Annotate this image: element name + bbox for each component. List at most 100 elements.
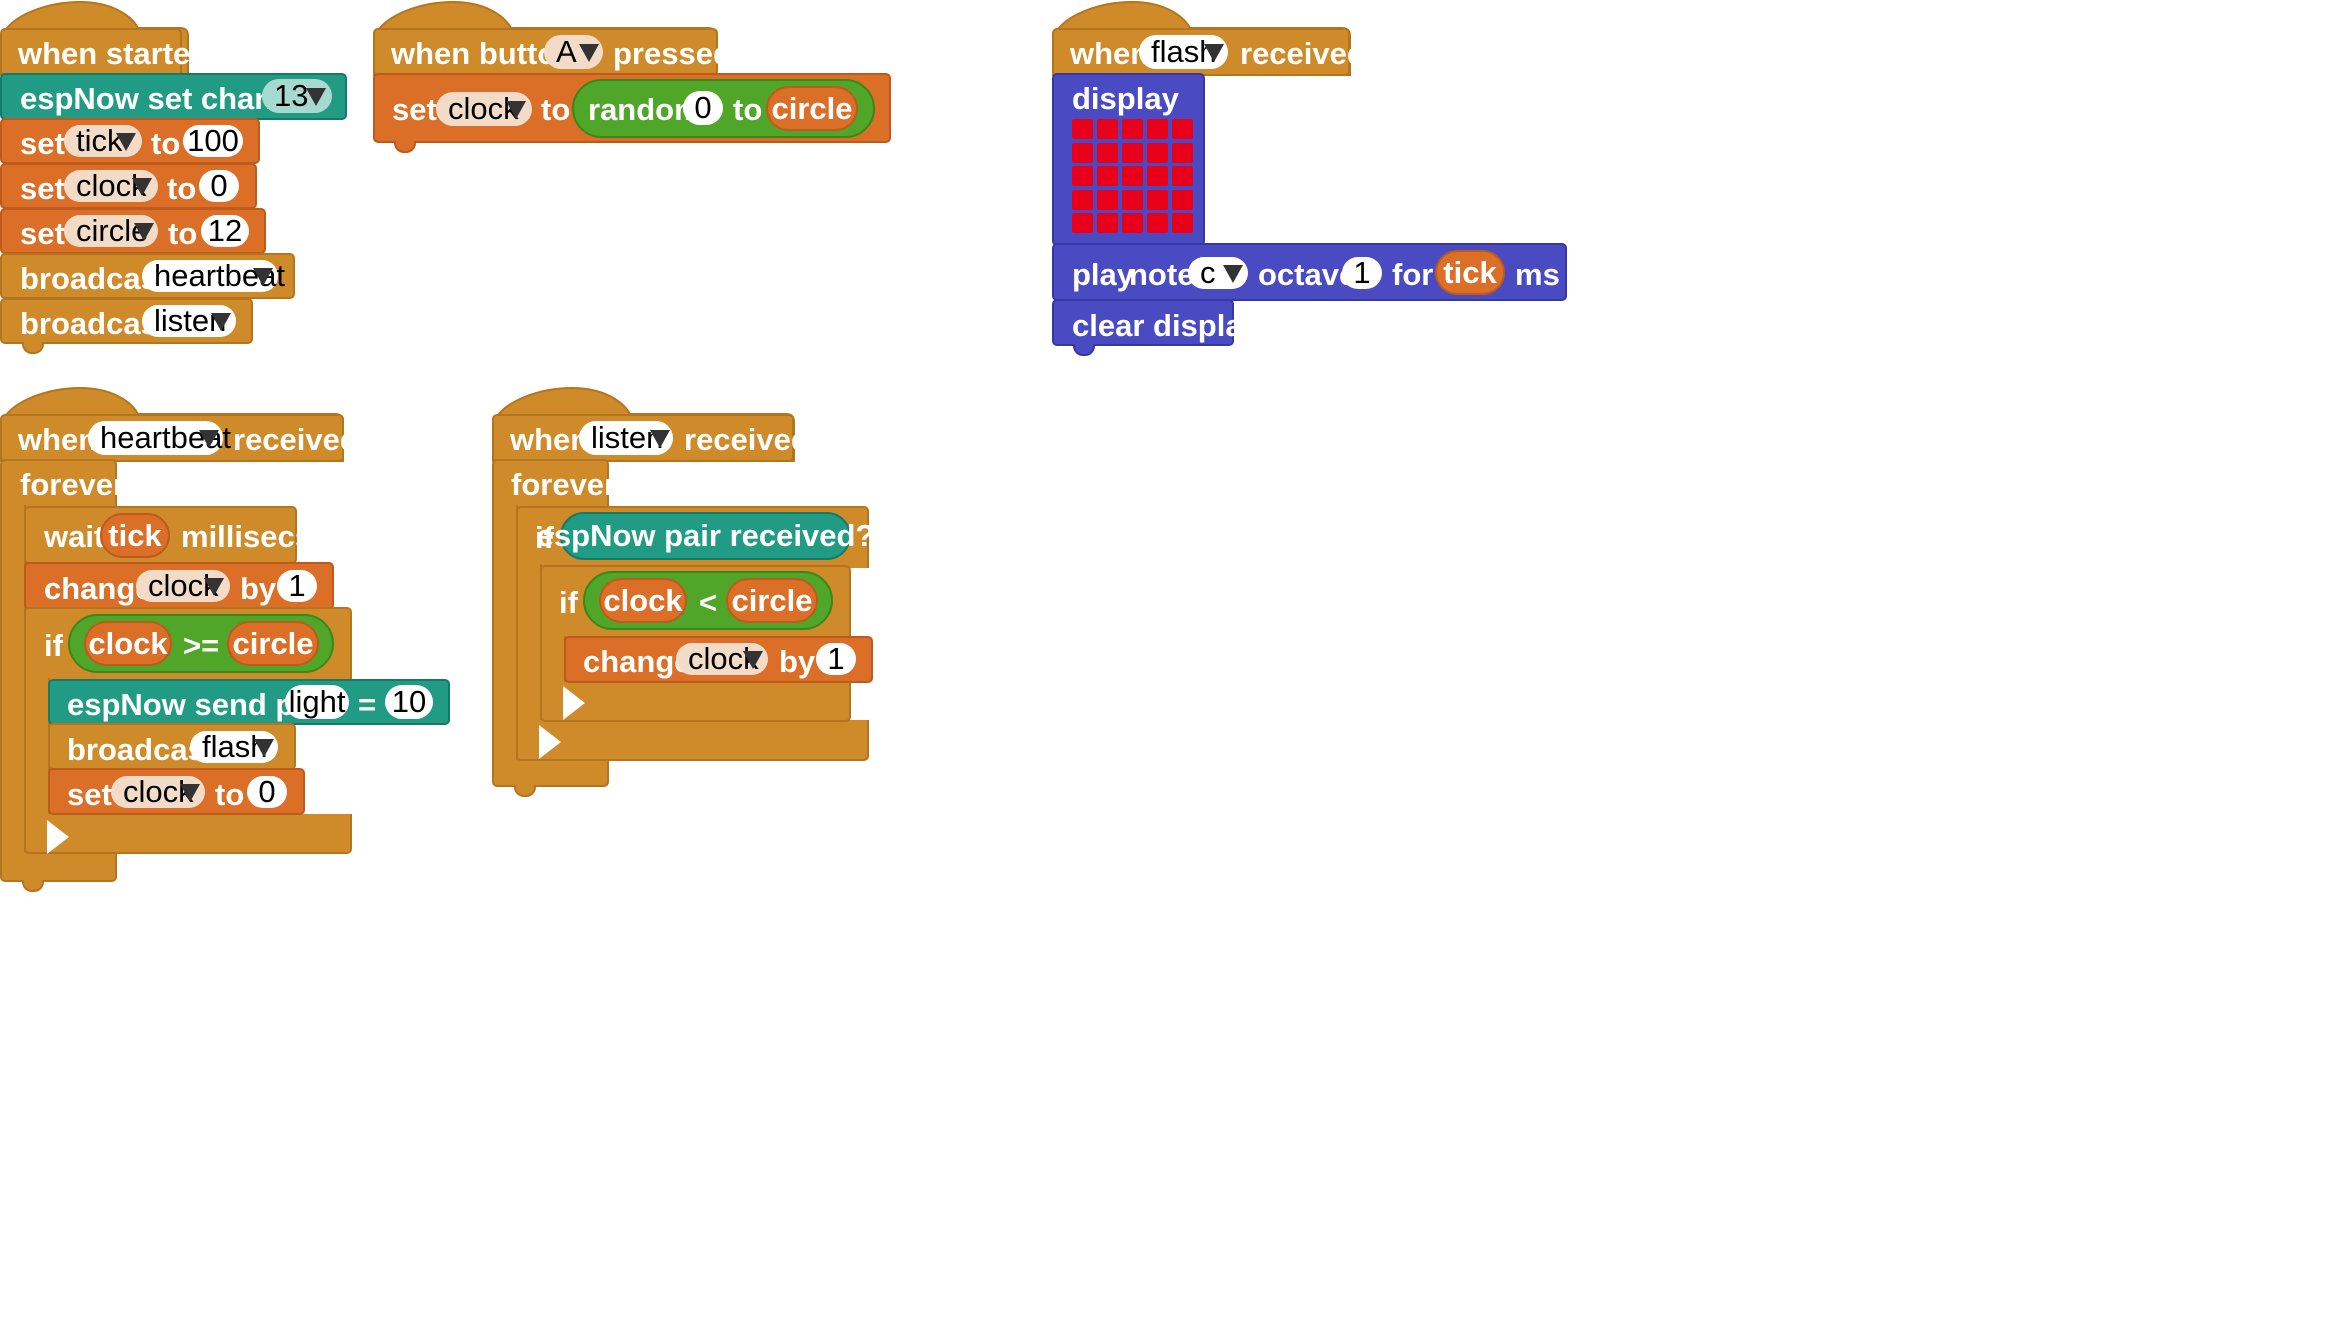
forever-block[interactable] — [492, 459, 609, 509]
led-1-4[interactable] — [1172, 142, 1193, 163]
equals-label: = — [358, 687, 377, 722]
if-arm — [24, 678, 50, 818]
if-label: if — [535, 520, 554, 555]
led-0-1[interactable] — [1097, 119, 1118, 139]
pressed-label: pressed — [613, 36, 732, 71]
circle-variable-reporter[interactable]: circle — [227, 621, 319, 666]
if-footer — [540, 682, 851, 722]
slot-value: 1 — [1353, 255, 1371, 290]
forever-label: forever — [20, 467, 126, 502]
led-2-1[interactable] — [1097, 166, 1118, 186]
var-name: circle — [771, 90, 853, 126]
tick-variable-reporter[interactable]: tick — [1435, 250, 1505, 295]
pair-value-slot[interactable]: 10 — [385, 684, 433, 719]
dropdown-arrow-icon — [506, 101, 526, 119]
led-1-1[interactable] — [1097, 142, 1118, 163]
display-label: display — [1072, 81, 1179, 116]
dropdown-arrow-icon — [743, 651, 763, 669]
circle-variable-reporter[interactable]: circle — [766, 86, 858, 131]
change-value-slot[interactable]: 1 — [816, 641, 856, 676]
for-label: for — [1392, 257, 1434, 292]
octave-slot[interactable]: 1 — [1342, 255, 1382, 290]
led-0-0[interactable] — [1072, 119, 1093, 139]
forever-arm — [492, 505, 518, 765]
operator-label: >= — [183, 628, 220, 663]
change-label: change — [583, 644, 692, 679]
forever-block[interactable] — [0, 459, 117, 509]
set-value-slot[interactable]: 0 — [247, 774, 287, 809]
channel-value: 13 — [274, 78, 309, 113]
circle-variable-reporter[interactable]: circle — [726, 578, 818, 623]
set-label: set — [392, 92, 437, 127]
when-label: when — [1070, 36, 1150, 71]
block-notch — [22, 342, 44, 354]
block-notch — [22, 880, 44, 892]
led-3-4[interactable] — [1172, 189, 1193, 210]
loop-arrow-icon — [539, 725, 561, 759]
clock-variable-reporter[interactable]: clock — [599, 578, 687, 623]
when-started-label: when started — [18, 36, 210, 71]
led-4-4[interactable] — [1172, 213, 1193, 233]
forever-footer — [0, 852, 117, 882]
led-0-2[interactable] — [1122, 119, 1143, 139]
to-label: to — [151, 126, 181, 161]
if-arm — [516, 564, 542, 724]
dropdown-arrow-icon — [1223, 265, 1243, 283]
var-name: tick — [76, 123, 123, 158]
led-4-0[interactable] — [1072, 213, 1093, 233]
block-notch — [514, 785, 536, 797]
if-label: if — [559, 585, 578, 620]
tick-variable-reporter[interactable]: tick — [100, 513, 170, 558]
dropdown-arrow-icon — [116, 133, 136, 151]
led-3-3[interactable] — [1147, 189, 1168, 210]
loop-arrow-icon — [563, 686, 585, 720]
led-1-2[interactable] — [1122, 142, 1143, 163]
pair-key-slot[interactable]: light — [285, 684, 349, 719]
slot-value: 1 — [288, 568, 306, 603]
ms-label: ms — [1515, 257, 1560, 292]
random-min-slot[interactable]: 0 — [683, 90, 723, 125]
clear-display-block[interactable] — [1052, 299, 1234, 346]
circle-value-slot[interactable]: 12 — [201, 213, 249, 248]
dropdown-arrow-icon — [650, 430, 670, 448]
change-value-slot[interactable]: 1 — [277, 568, 317, 603]
to-label: to — [733, 92, 763, 127]
received-label: received — [233, 422, 359, 457]
led-2-4[interactable] — [1172, 166, 1193, 186]
clear-display-label: clear display — [1072, 308, 1260, 343]
change-label: change — [44, 571, 153, 606]
led-4-3[interactable] — [1147, 213, 1168, 233]
led-1-3[interactable] — [1147, 142, 1168, 163]
received-label: received — [684, 422, 810, 457]
slot-value: 100 — [187, 123, 239, 158]
led-3-2[interactable] — [1122, 189, 1143, 210]
led-3-1[interactable] — [1097, 189, 1118, 210]
led-0-3[interactable] — [1147, 119, 1168, 139]
note-label: note — [1129, 257, 1195, 292]
reporter-label: espNow pair received? — [536, 518, 875, 553]
espnow-pair-received-reporter[interactable]: espNow pair received? — [537, 512, 874, 560]
led-2-2[interactable] — [1122, 166, 1143, 186]
led-0-4[interactable] — [1172, 119, 1193, 139]
slot-value: 0 — [258, 774, 276, 809]
led-4-2[interactable] — [1122, 213, 1143, 233]
led-1-0[interactable] — [1072, 142, 1093, 163]
led-2-0[interactable] — [1072, 166, 1093, 186]
tick-var-dropdown[interactable]: tick — [64, 123, 142, 158]
led-4-1[interactable] — [1097, 213, 1118, 233]
clock-value-slot[interactable]: 0 — [199, 168, 239, 203]
if-footer — [24, 814, 352, 854]
dropdown-arrow-icon — [180, 784, 200, 802]
if-arm — [540, 636, 566, 686]
led-3-0[interactable] — [1072, 189, 1093, 210]
to-label: to — [541, 92, 571, 127]
tick-value-slot[interactable]: 100 — [183, 123, 243, 158]
block-notch — [394, 141, 416, 153]
dropdown-arrow-icon — [134, 223, 154, 241]
clock-variable-reporter[interactable]: clock — [84, 621, 172, 666]
led-2-3[interactable] — [1147, 166, 1168, 186]
clock-var-dropdown[interactable]: clock — [64, 168, 158, 203]
note-value: c — [1200, 255, 1216, 290]
if-footer — [516, 720, 869, 761]
